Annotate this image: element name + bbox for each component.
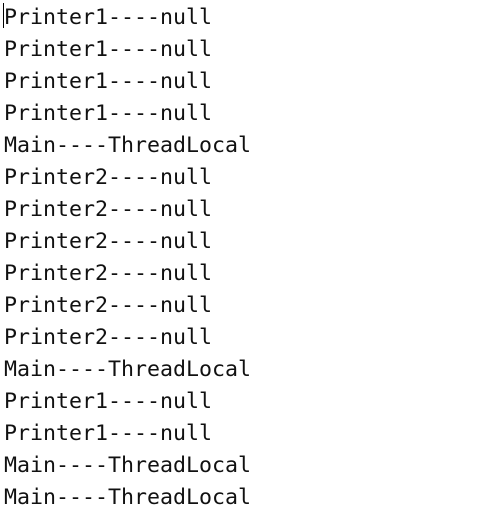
console-line: Printer2----null [4, 293, 213, 318]
console-line: Printer1----null [4, 101, 213, 126]
console-line: Printer2----null [4, 261, 213, 286]
console-line: Printer2----null [4, 165, 213, 190]
console-line: Printer1----null [4, 69, 213, 94]
console-line: Printer2----null [4, 325, 213, 350]
console-line: Printer1----null [4, 389, 213, 414]
console-lines: Printer1----null Printer1----null Printe… [4, 2, 251, 514]
console-line: Printer1----null [4, 421, 213, 446]
console-line: Printer1----null [4, 37, 213, 62]
console-line: Printer2----null [4, 197, 213, 222]
console-line: Main----ThreadLocal [4, 485, 252, 510]
text-caret [3, 3, 4, 28]
console-line: Main----ThreadLocal [4, 453, 252, 478]
console-line: Printer1----null [4, 5, 213, 30]
console-line: Main----ThreadLocal [4, 357, 252, 382]
console-line: Main----ThreadLocal [4, 133, 252, 158]
console-line: Printer2----null [4, 229, 213, 254]
